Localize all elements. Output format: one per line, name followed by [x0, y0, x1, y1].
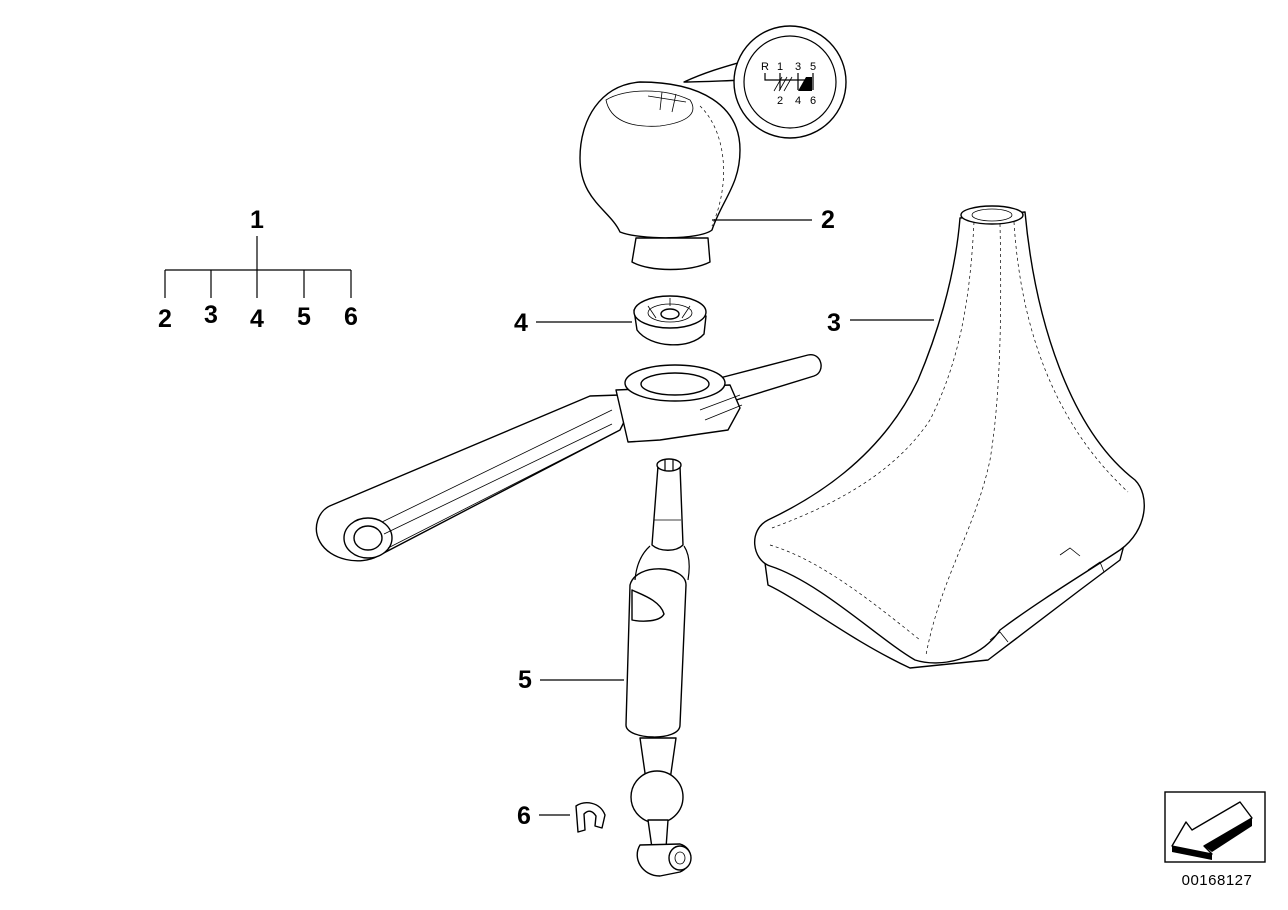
- tree-child-label: 3: [204, 301, 218, 329]
- pattern-top-label: R: [761, 61, 769, 73]
- tree-child-label: 5: [297, 303, 311, 331]
- bushing: 4: [514, 295, 707, 346]
- pattern-top-label: 5: [810, 61, 816, 73]
- shift-knob: 2: [579, 81, 835, 271]
- pattern-bottom-label: 4: [795, 95, 801, 107]
- direction-indicator: 00168127: [1164, 791, 1266, 889]
- arrow-down-left-icon: [1171, 801, 1253, 860]
- callout-knob-label: 2: [821, 206, 835, 234]
- tree-root-label: 1: [250, 206, 264, 234]
- shift-lever-arm: [315, 354, 822, 562]
- pattern-top-label: 3: [795, 61, 801, 73]
- retaining-clip: 6: [517, 802, 606, 833]
- callout-bushing-label: 4: [514, 309, 528, 337]
- callout-boot-label: 3: [827, 309, 841, 337]
- document-number: 00168127: [1182, 872, 1253, 889]
- tree-child-label: 6: [344, 303, 358, 331]
- parts-tree: 1 2 3 4 5 6: [158, 206, 358, 333]
- shift-pattern-bubble: R 1 3 5 2 4 6: [683, 25, 847, 139]
- shift-shaft: 5: [518, 458, 692, 877]
- callout-shaft-label: 5: [518, 666, 532, 694]
- tree-child-label: 4: [250, 305, 264, 333]
- tree-child-label: 2: [158, 305, 172, 333]
- pattern-top-label: 1: [777, 61, 783, 73]
- pattern-bottom-label: 2: [777, 95, 783, 107]
- pattern-bottom-label: 6: [810, 95, 816, 107]
- shift-boot: 3: [753, 205, 1145, 669]
- callout-clip-label: 6: [517, 802, 531, 830]
